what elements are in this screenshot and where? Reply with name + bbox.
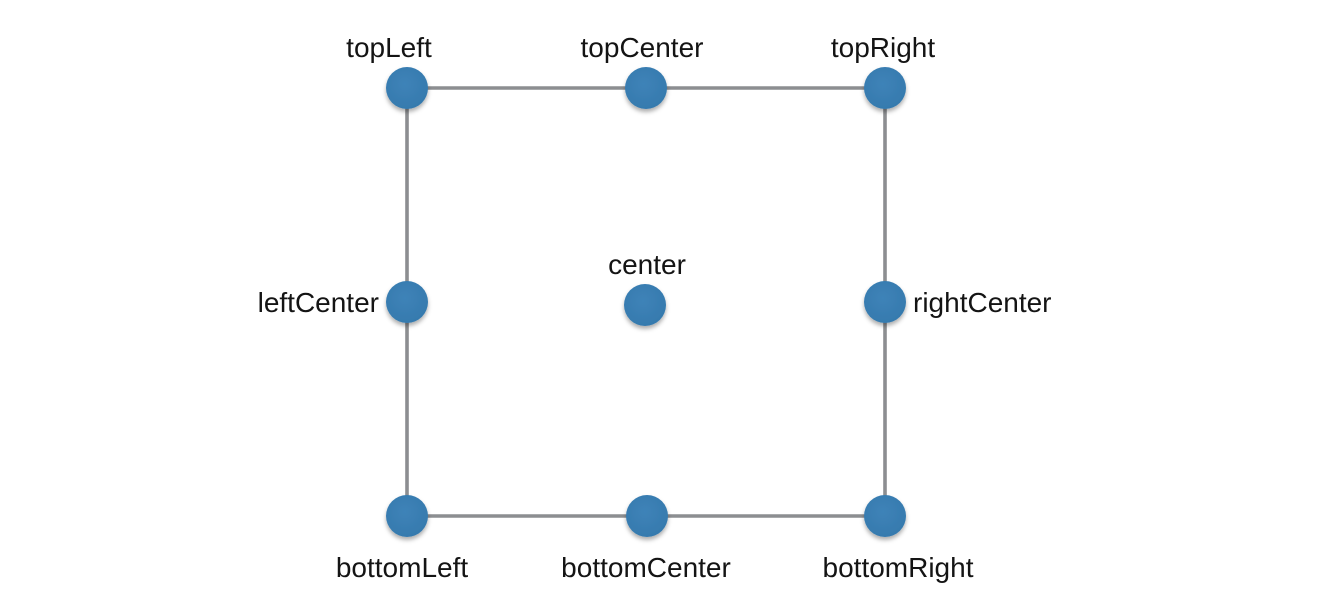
anchor-label-topCenter: topCenter xyxy=(581,32,704,63)
anchor-label-bottomCenter: bottomCenter xyxy=(561,552,731,583)
anchor-point-bottomRight xyxy=(864,495,906,537)
anchor-label-leftCenter: leftCenter xyxy=(258,287,379,318)
anchor-point-bottomLeft xyxy=(386,495,428,537)
anchor-point-bottomCenter xyxy=(626,495,668,537)
anchor-label-bottomRight: bottomRight xyxy=(823,552,974,583)
anchor-point-topRight xyxy=(864,67,906,109)
anchor-point-topCenter xyxy=(625,67,667,109)
anchor-label-rightCenter: rightCenter xyxy=(913,287,1052,318)
anchor-point-leftCenter xyxy=(386,281,428,323)
anchor-label-bottomLeft: bottomLeft xyxy=(336,552,469,583)
anchor-label-topRight: topRight xyxy=(831,32,936,63)
anchor-point-rightCenter xyxy=(864,281,906,323)
anchor-point-topLeft xyxy=(386,67,428,109)
anchor-label-center: center xyxy=(608,249,686,280)
anchor-point-center xyxy=(624,284,666,326)
anchor-label-topLeft: topLeft xyxy=(346,32,432,63)
